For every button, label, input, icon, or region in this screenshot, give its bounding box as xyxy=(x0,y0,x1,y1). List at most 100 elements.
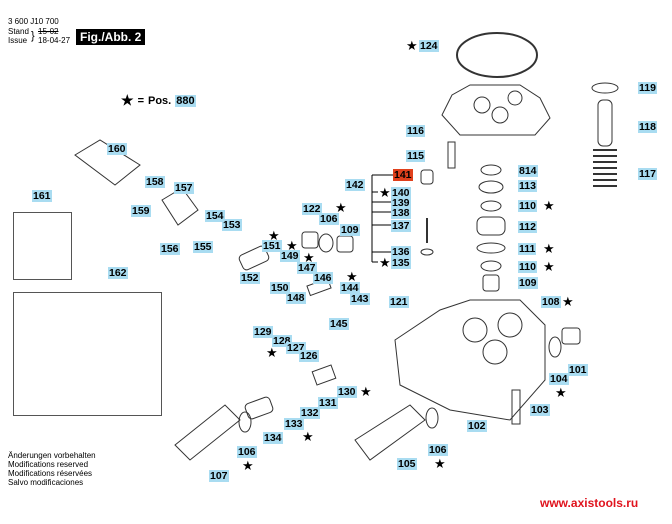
part-label-156[interactable]: 156 xyxy=(160,243,180,255)
part-107-shape xyxy=(174,404,241,461)
part-label-109[interactable]: 109 xyxy=(518,277,538,289)
note-es: Salvo modificaciones xyxy=(8,478,84,487)
part-label-161[interactable]: 161 xyxy=(32,190,52,202)
part-110-shape xyxy=(480,200,502,212)
part-label-107[interactable]: 107 xyxy=(209,470,229,482)
part-109-shape xyxy=(482,274,500,292)
part-113-shape xyxy=(478,180,504,194)
figure-label: Fig./Abb. 2 xyxy=(76,29,146,45)
star-icon: ★ xyxy=(543,198,555,213)
part-label-104[interactable]: 104 xyxy=(549,373,569,385)
legend-equals: = xyxy=(137,94,144,107)
star-icon: ★ xyxy=(335,200,347,215)
part-label-158[interactable]: 158 xyxy=(145,176,165,188)
star-icon: ★ xyxy=(286,238,298,253)
part-label-151[interactable]: 151 xyxy=(262,240,282,252)
part-label-124[interactable]: 124 xyxy=(419,40,439,52)
part-label-149[interactable]: 149 xyxy=(280,250,300,262)
part-122-shape xyxy=(301,231,319,249)
part-label-115[interactable]: 115 xyxy=(406,150,425,162)
part-label-102[interactable]: 102 xyxy=(467,420,487,432)
part-106c-shape xyxy=(318,233,334,253)
part-160-shape xyxy=(74,139,141,186)
part-label-110[interactable]: 110 xyxy=(518,200,537,212)
watermark-url[interactable]: www.axistools.ru xyxy=(540,496,639,510)
part-label-131[interactable]: 131 xyxy=(318,397,338,409)
part-label-146[interactable]: 146 xyxy=(313,272,333,284)
part-label-147[interactable]: 147 xyxy=(297,262,317,274)
part-152-shape xyxy=(238,245,270,271)
part-label-110b[interactable]: 110 xyxy=(518,261,537,273)
part-label-106[interactable]: 106 xyxy=(319,213,339,225)
part-label-121[interactable]: 121 xyxy=(389,296,409,308)
part-label-157[interactable]: 157 xyxy=(174,182,194,194)
part-119-shape xyxy=(591,82,619,94)
part-label-126[interactable]: 126 xyxy=(299,350,319,362)
star-icon: ★ xyxy=(121,92,134,108)
part-814-shape xyxy=(480,164,502,176)
part-label-109c[interactable]: 109 xyxy=(340,224,360,236)
part-102-port xyxy=(462,317,488,343)
part-label-118[interactable]: 118 xyxy=(638,121,657,133)
part-label-130[interactable]: 130 xyxy=(337,386,357,398)
part-116-port xyxy=(491,106,509,124)
part-104-shape xyxy=(548,336,562,358)
part-label-111[interactable]: 111 xyxy=(518,243,537,255)
part-label-122[interactable]: 122 xyxy=(302,203,322,215)
part-label-814[interactable]: 814 xyxy=(518,165,538,177)
star-icon: ★ xyxy=(360,384,372,399)
part-label-155[interactable]: 155 xyxy=(193,241,213,253)
part-label-113[interactable]: 113 xyxy=(518,180,537,192)
part-label-143[interactable]: 143 xyxy=(350,293,370,305)
part-label-136[interactable]: 136 xyxy=(391,246,411,258)
part-label-133[interactable]: 133 xyxy=(284,418,304,430)
part-label-112[interactable]: 112 xyxy=(518,221,537,233)
part-label-119[interactable]: 119 xyxy=(638,82,657,94)
legend-pos-value: 880 xyxy=(175,94,196,107)
part-label-160[interactable]: 160 xyxy=(107,143,127,155)
part-label-141[interactable]: 141 xyxy=(393,169,413,181)
part-label-150[interactable]: 150 xyxy=(270,282,290,294)
part-label-138[interactable]: 138 xyxy=(391,207,411,219)
part-102-port xyxy=(482,339,508,365)
part-136-shape xyxy=(420,248,434,256)
star-icon: ★ xyxy=(346,269,358,284)
star-icon: ★ xyxy=(242,458,254,473)
part-112-shape xyxy=(476,216,506,236)
part-label-132[interactable]: 132 xyxy=(300,407,320,419)
part-label-105[interactable]: 105 xyxy=(397,458,417,470)
part-label-108[interactable]: 108 xyxy=(541,296,561,308)
part-label-162[interactable]: 162 xyxy=(108,267,128,279)
star-icon: ★ xyxy=(379,185,391,200)
part-label-142[interactable]: 142 xyxy=(345,179,365,191)
part-label-153[interactable]: 153 xyxy=(222,219,242,231)
star-icon: ★ xyxy=(302,429,314,444)
part-116-cover-shape xyxy=(441,84,551,136)
part-label-106b[interactable]: 106 xyxy=(237,446,257,458)
part-label-148[interactable]: 148 xyxy=(286,292,306,304)
part-label-116[interactable]: 116 xyxy=(406,125,425,137)
part-label-139[interactable]: 139 xyxy=(391,197,411,209)
part-116-port xyxy=(473,96,491,114)
part-label-135[interactable]: 135 xyxy=(391,257,411,269)
part-label-140[interactable]: 140 xyxy=(391,187,411,199)
part-label-145[interactable]: 145 xyxy=(329,318,349,330)
part-label-134[interactable]: 134 xyxy=(263,432,283,444)
part-label-106c[interactable]: 106 xyxy=(428,444,448,456)
part-label-152[interactable]: 152 xyxy=(240,272,260,284)
part-label-117[interactable]: 117 xyxy=(638,168,657,180)
part-label-101[interactable]: 101 xyxy=(568,364,588,376)
part-label-137[interactable]: 137 xyxy=(391,220,411,232)
part-label-144[interactable]: 144 xyxy=(340,282,360,294)
issue-value: 18-04-27 xyxy=(38,36,71,45)
part-label-129[interactable]: 129 xyxy=(253,326,273,338)
part-102-body-shape xyxy=(394,299,546,421)
part-115-screw-shape xyxy=(447,141,456,169)
part-label-154[interactable]: 154 xyxy=(205,210,225,222)
part-label-159[interactable]: 159 xyxy=(131,205,151,217)
modification-notes: Änderungen vorbehalten Modifications res… xyxy=(8,451,96,487)
part-116-port xyxy=(507,90,523,106)
part-label-103[interactable]: 103 xyxy=(530,404,550,416)
brace: } xyxy=(31,30,35,42)
